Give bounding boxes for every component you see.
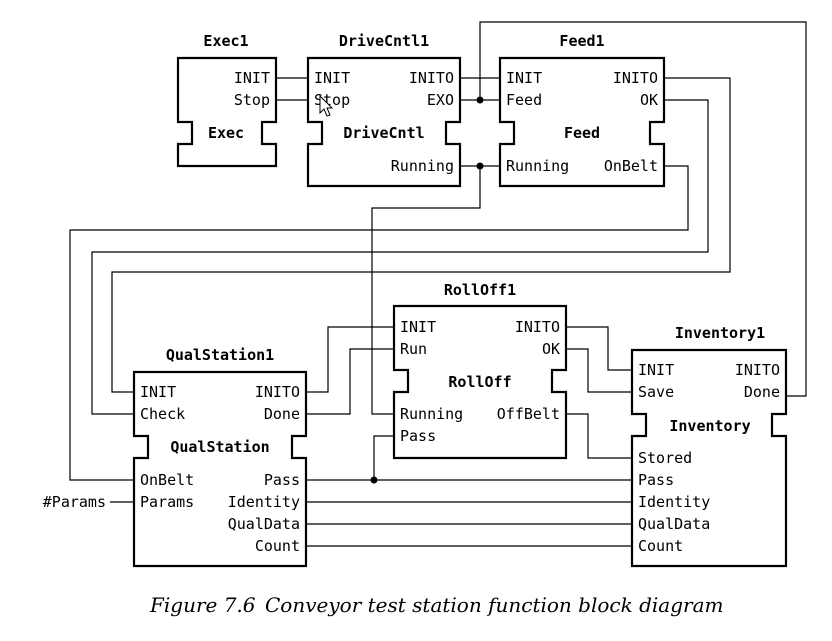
port-input: Feed xyxy=(506,91,542,109)
junction-dot xyxy=(476,96,484,104)
block-type-name: Inventory xyxy=(669,417,750,435)
block-body xyxy=(392,304,568,460)
port-output: OnBelt xyxy=(604,157,658,175)
port-input: OnBelt xyxy=(140,471,194,489)
port-input: Count xyxy=(638,537,683,555)
port-output: OK xyxy=(542,340,560,358)
block-type-name: DriveCntl xyxy=(343,124,424,142)
conn-rolloff-inito xyxy=(566,326,632,371)
port-output: Count xyxy=(255,537,300,555)
port-output: Done xyxy=(744,383,780,401)
port-input: Params xyxy=(140,493,194,511)
port-input: Check xyxy=(140,405,185,423)
block-instance-name: Exec1 xyxy=(203,32,248,50)
block-feed: Feed1 Feed INIT Feed Running INITO OK On… xyxy=(498,32,666,188)
port-output: Done xyxy=(264,405,300,423)
conn-feed-ok xyxy=(91,99,709,415)
block-instance-name: DriveCntl1 xyxy=(339,32,429,50)
connections xyxy=(69,21,807,547)
port-output: INITO xyxy=(409,69,454,87)
conn-rolloff-ok xyxy=(566,348,632,393)
port-input: INIT xyxy=(638,361,674,379)
port-input: Running xyxy=(400,405,463,423)
block-rolloff: RollOff1 RollOff INIT Run Running Pass I… xyxy=(392,281,568,460)
port-output: INIT xyxy=(234,69,270,87)
port-input: Run xyxy=(400,340,427,358)
port-output: EXO xyxy=(427,91,454,109)
port-input: QualData xyxy=(638,515,710,533)
conn-pass-rolloff xyxy=(373,435,394,480)
block-inventory: Inventory1 Inventory INIT Save Stored Pa… xyxy=(630,324,788,568)
conn-qual-inito xyxy=(306,326,394,393)
port-input: Stop xyxy=(314,91,350,109)
block-drivecntl: DriveCntl1 DriveCntl INIT Stop INITO EXO… xyxy=(306,32,462,188)
block-instance-name: QualStation1 xyxy=(166,346,274,364)
port-input: INIT xyxy=(400,318,436,336)
conn-qual-done xyxy=(306,348,394,415)
mouse-cursor-icon xyxy=(319,94,334,117)
port-input: Pass xyxy=(638,471,674,489)
block-instance-name: RollOff1 xyxy=(444,281,516,299)
block-type-name: Feed xyxy=(564,124,600,142)
block-type-name: Exec xyxy=(208,124,244,142)
block-exec: Exec1 Exec INIT Stop xyxy=(176,32,278,168)
port-output: QualData xyxy=(228,515,300,533)
block-type-name: RollOff xyxy=(448,373,511,391)
figure-caption: Figure 7.6 Conveyor test station functio… xyxy=(149,593,723,617)
port-input: INIT xyxy=(506,69,542,87)
block-body xyxy=(132,370,308,568)
block-body xyxy=(306,56,462,188)
port-input: Save xyxy=(638,383,674,401)
port-output: INITO xyxy=(255,383,300,401)
port-input: INIT xyxy=(314,69,350,87)
block-type-name: QualStation xyxy=(170,438,269,456)
conn-inv-done-feed xyxy=(479,21,807,397)
block-body xyxy=(498,56,666,188)
block-qualstation: QualStation1 QualStation INIT Check OnBe… xyxy=(132,346,308,568)
port-output: OffBelt xyxy=(497,405,560,423)
port-output: INITO xyxy=(735,361,780,379)
conn-feed-onbelt xyxy=(69,165,689,481)
caption-label: Figure 7.6 xyxy=(149,593,256,617)
conn-rolloff-offbelt xyxy=(566,413,632,459)
junction-dot xyxy=(476,162,484,170)
port-input: Identity xyxy=(638,493,710,511)
port-output: OK xyxy=(640,91,658,109)
port-input: INIT xyxy=(140,383,176,401)
port-input: Running xyxy=(506,157,569,175)
block-instance-name: Feed1 xyxy=(559,32,604,50)
block-body xyxy=(176,56,278,168)
port-input: Stored xyxy=(638,449,692,467)
caption-text: Conveyor test station function block dia… xyxy=(265,593,723,617)
external-input-label: #Params xyxy=(43,493,106,511)
port-output: Pass xyxy=(264,471,300,489)
conn-feed-inito xyxy=(111,77,731,393)
port-output: Running xyxy=(391,157,454,175)
junction-dot xyxy=(370,476,378,484)
block-body xyxy=(630,348,788,568)
port-output: INITO xyxy=(613,69,658,87)
block-instance-name: Inventory1 xyxy=(675,324,765,342)
port-output: Stop xyxy=(234,91,270,109)
port-input: Pass xyxy=(400,427,436,445)
conn-running-rolloff xyxy=(371,166,481,415)
port-output: INITO xyxy=(515,318,560,336)
port-output: Identity xyxy=(228,493,300,511)
